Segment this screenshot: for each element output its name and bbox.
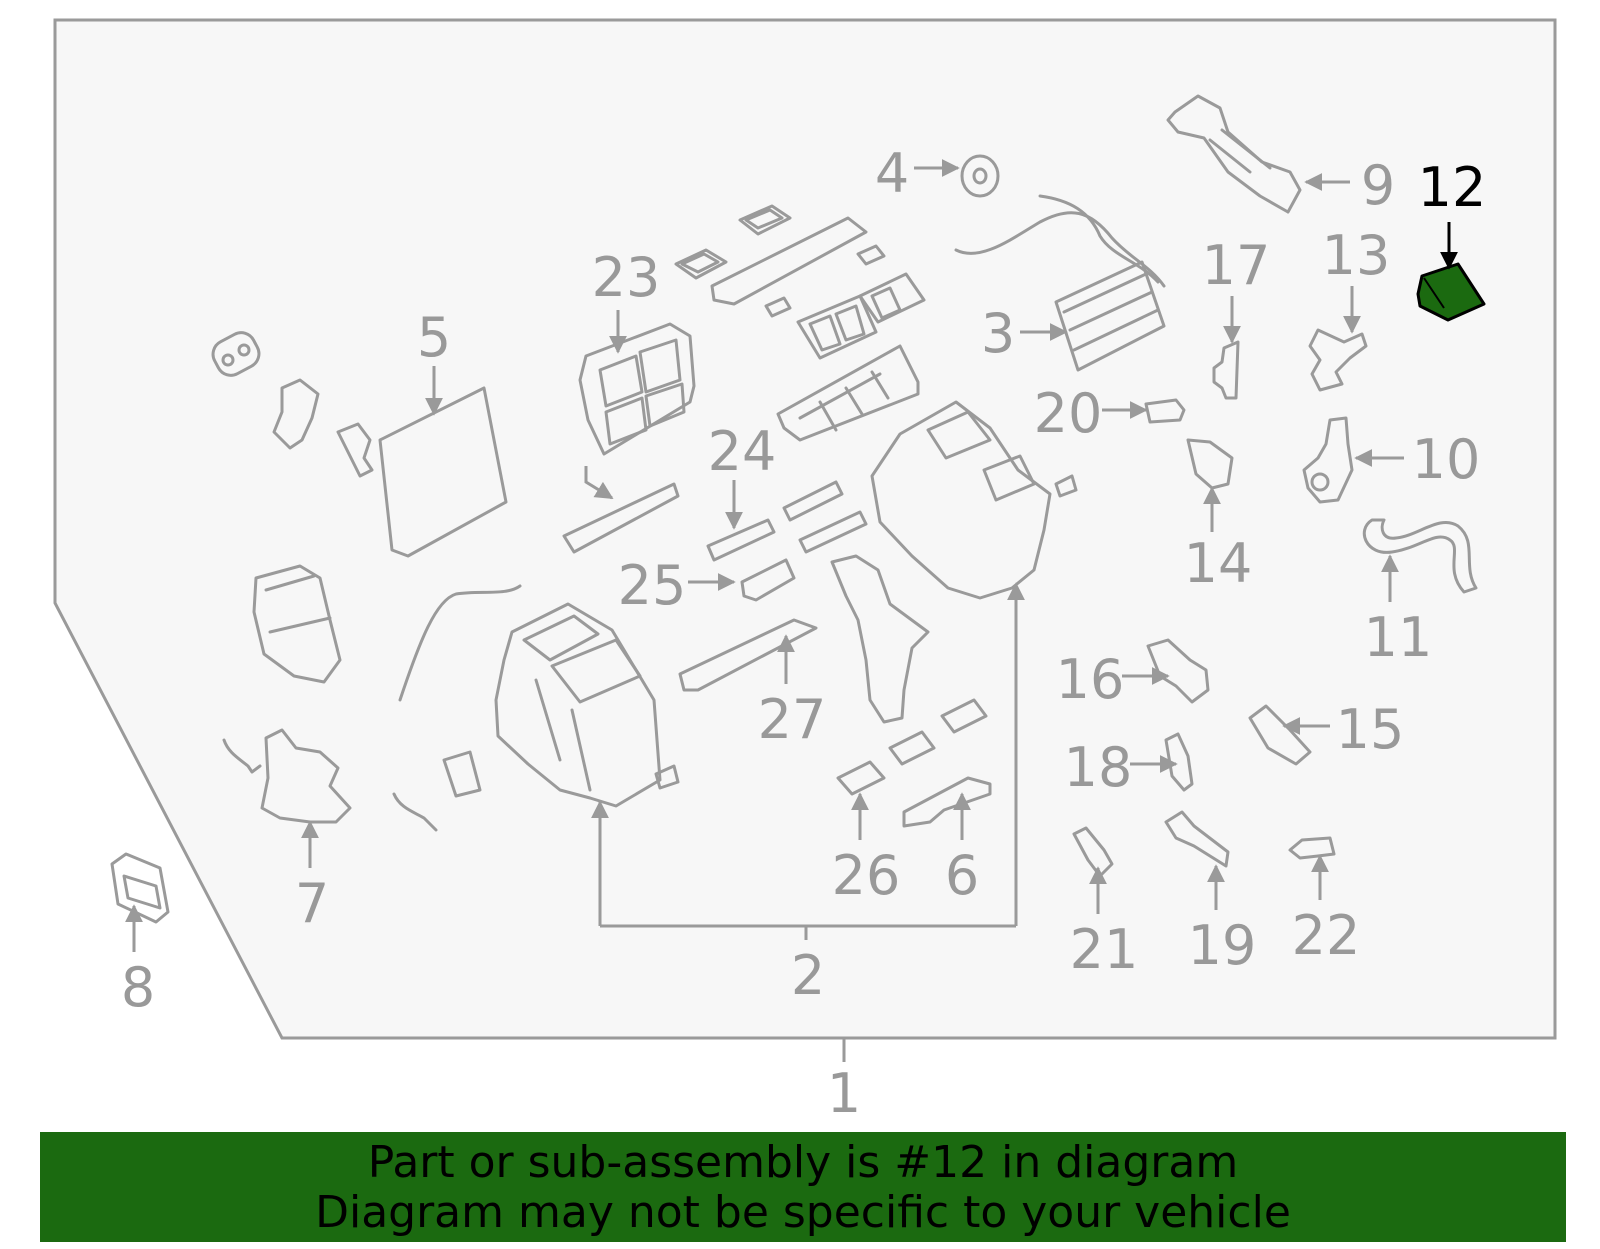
callout-1: 1 — [827, 1062, 861, 1125]
callout-25: 25 — [618, 554, 687, 617]
callout-19: 19 — [1188, 914, 1257, 977]
callout-27: 27 — [758, 688, 827, 751]
callout-20: 20 — [1034, 382, 1103, 445]
part-3-heater-core — [954, 194, 1166, 372]
callout-10: 10 — [1412, 428, 1481, 491]
part-2-case-left — [398, 584, 680, 808]
part-5-evaporator — [336, 386, 508, 558]
part-14-bracket — [1186, 438, 1234, 490]
callout-23: 23 — [592, 246, 661, 309]
part-11-hose — [1362, 518, 1478, 594]
callout-18: 18 — [1064, 736, 1133, 799]
callout-22: 22 — [1292, 904, 1361, 967]
part-18 — [1164, 732, 1194, 792]
part-4-grommet — [960, 154, 1000, 198]
part-27-strip — [678, 618, 818, 692]
callout-7: 7 — [295, 872, 329, 935]
callout-9: 9 — [1361, 154, 1395, 217]
callout-15: 15 — [1336, 698, 1405, 761]
callout-16: 16 — [1056, 648, 1125, 711]
part-22 — [1288, 836, 1336, 860]
leader-lines — [125, 159, 1458, 1062]
callout-26: 26 — [832, 844, 901, 907]
part-center-bracket — [830, 554, 930, 724]
part-15 — [1248, 704, 1312, 766]
part-26-clips — [836, 698, 988, 796]
callout-5: 5 — [417, 306, 451, 369]
callout-14: 14 — [1184, 532, 1253, 595]
part-9-duct — [1166, 94, 1302, 214]
part-17 — [1212, 340, 1240, 400]
callout-3: 3 — [981, 302, 1015, 365]
part-21 — [1072, 826, 1114, 878]
callout-17: 17 — [1202, 234, 1271, 297]
part-20-clip — [1144, 398, 1186, 424]
banner-line-part: Part or sub-assembly is #12 in diagram — [367, 1137, 1239, 1188]
callout-21: 21 — [1070, 918, 1139, 981]
parts-24-25-strips — [562, 480, 868, 602]
part-12-highlighted — [1416, 262, 1486, 322]
part-7-actuator — [222, 728, 482, 832]
parts-top-ducts — [674, 204, 926, 442]
callout-24: 24 — [708, 420, 777, 483]
part-10-valve — [1302, 416, 1354, 504]
callout-8: 8 — [121, 956, 155, 1019]
callout-13: 13 — [1322, 224, 1391, 287]
part-13-bracket — [1308, 328, 1368, 392]
parts-left-small — [211, 331, 342, 684]
parts-diagram: 1 2 3 4 5 6 7 8 9 10 11 12 13 14 15 16 1… — [53, 18, 1557, 1125]
callout-12-highlighted: 12 — [1418, 156, 1487, 219]
callout-11: 11 — [1364, 606, 1433, 669]
info-banner: Part or sub-assembly is #12 in diagram D… — [40, 1132, 1566, 1242]
part-2-case-right — [870, 400, 1078, 600]
banner-line-disclaimer: Diagram may not be specific to your vehi… — [315, 1187, 1291, 1238]
callout-4: 4 — [875, 142, 909, 205]
callout-2: 2 — [791, 944, 825, 1007]
part-23-filter-housing — [578, 322, 696, 456]
part-19 — [1164, 810, 1230, 868]
diagram-panel — [53, 18, 1557, 1040]
part-8-vent — [110, 852, 170, 924]
callout-6: 6 — [945, 844, 979, 907]
callout-labels: 1 2 3 4 5 6 7 8 9 10 11 12 13 14 15 16 1… — [121, 142, 1487, 1125]
